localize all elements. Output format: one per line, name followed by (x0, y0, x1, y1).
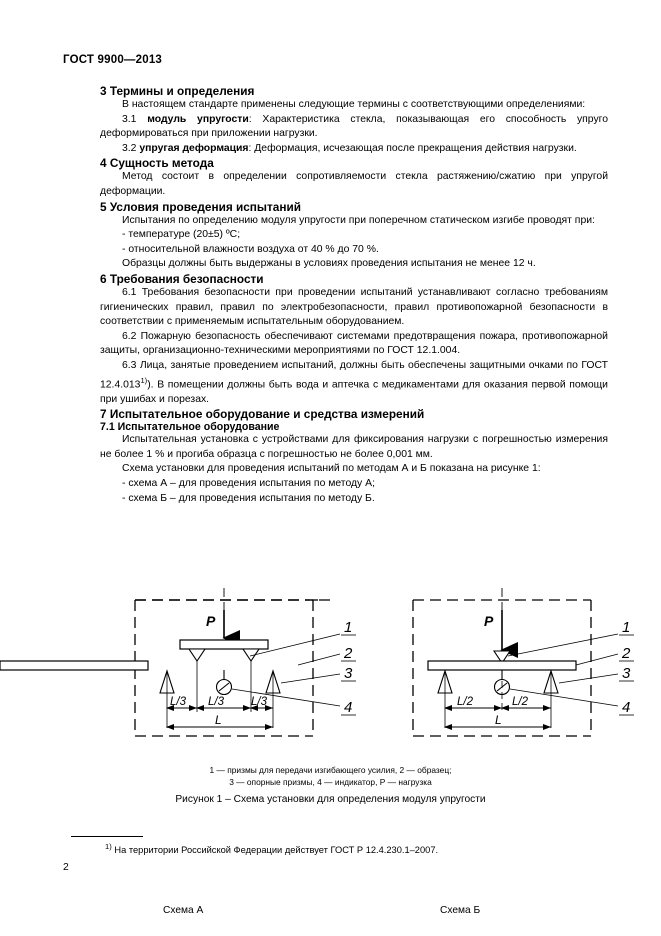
term-3-1-number: 3.1 (122, 113, 137, 125)
term-3-1-definition: : Характеристика стекла, показывающая ег… (100, 113, 609, 140)
footnote-1: 1) На территории Российской Федерации де… (105, 842, 438, 855)
section-6-3-text-a: 6.3 Лица, занятые проведением испытаний,… (100, 359, 608, 390)
section-6-1: 6.1 Требования безопасности при проведен… (100, 286, 608, 328)
section-6-3: 6.3 Лица, занятые проведением испытаний,… (100, 359, 608, 407)
section-7-1-scheme-b-note: - схема Б – для проведения испытания по … (122, 492, 375, 504)
scheme-b-dim-2: L/2 (512, 696, 529, 708)
section-5-condition-temperature: - температуре (20±5) ºС; (122, 229, 241, 241)
figure-legend-line-1: 1 — призмы для передачи изгибающего усил… (209, 765, 452, 775)
section-5-paragraph-1: Испытания по определению модуля упругост… (122, 214, 595, 226)
figure-legend-line-2: 3 — опорные призмы, 4 — индикатор, Р — н… (229, 777, 432, 787)
scheme-b-caption: Схема Б (440, 905, 481, 916)
running-header: ГОСТ 9900—2013 (63, 54, 163, 66)
scheme-a-load-label: P (206, 613, 216, 629)
scheme-b-dim-total: L (495, 713, 502, 727)
scheme-a-dim-3: L/3 (251, 696, 268, 708)
term-3-2-definition: : Деформация, исчезающая после прекращен… (248, 142, 577, 154)
figure-1: P P L/3 L/3 L/3 L L/2 L/2 L 1 2 3 4 (0, 588, 661, 916)
heading-section-3: 3 Термины и определения (100, 84, 255, 98)
section-5-condition-humidity: - относительной влажности воздуха от 40 … (122, 243, 379, 255)
heading-section-7: 7 Испытательное оборудование и средства … (100, 407, 425, 422)
term-3-2-number: 3.2 (122, 142, 137, 154)
heading-section-6: 6 Требования безопасности (100, 271, 264, 286)
term-3-1: 3.1 модуль упругости: Характеристика сте… (100, 113, 608, 142)
document-body: 3 Термины и определения В настоящем стан… (100, 84, 608, 506)
page-number: 2 (63, 862, 69, 873)
section-6-3-text-b: ). В помещении должны быть вода и аптечк… (100, 378, 608, 405)
term-3-2-name: упругая деформация (139, 142, 249, 154)
scheme-a-callout-4: 4 (344, 699, 352, 716)
scheme-a-caption: Схема А (163, 905, 204, 916)
footnote-1-marker: 1) (105, 842, 112, 851)
footnote-reference-marker[interactable]: 1) (140, 375, 148, 385)
section-5-paragraph-conditioning: Образцы должны быть выдержаны в условиях… (122, 258, 536, 270)
scheme-b-dim-1: L/2 (457, 696, 474, 708)
section-7-1-paragraph-2: Схема установки для проведения испытаний… (122, 463, 541, 475)
section-7-1-scheme-a-note: - схема А – для проведения испытания по … (122, 477, 375, 489)
scheme-a-dim-total: L (215, 713, 222, 727)
scheme-b-callout-3: 3 (622, 665, 631, 682)
section-6-2: 6.2 Пожарную безопасность обеспечивают с… (100, 330, 608, 357)
heading-section-4: 4 Сущность метода (100, 156, 214, 171)
scheme-a-callout-2: 2 (343, 645, 353, 662)
footnote-1-text: На территории Российской Федерации дейст… (114, 845, 439, 856)
scheme-b-load-label: P (484, 613, 494, 629)
scheme-b-callout-4: 4 (622, 699, 630, 716)
scheme-b-callout-1: 1 (622, 619, 630, 636)
scheme-a-callout-3: 3 (344, 665, 353, 682)
figure-legend: 1 — призмы для передачи изгибающего усил… (0, 764, 661, 788)
heading-section-5: 5 Условия проведения испытаний (100, 199, 301, 214)
term-3-2: 3.2 упругая деформация: Деформация, исче… (100, 142, 608, 157)
scheme-a-dim-2: L/3 (208, 696, 225, 708)
scheme-captions: Схема А Схема Б (0, 753, 661, 916)
figure-1-drawing: P P L/3 L/3 L/3 L L/2 L/2 L 1 2 3 4 (0, 588, 634, 737)
figure-caption: Рисунок 1 – Схема установки для определе… (175, 794, 486, 805)
footnote-separator-rule (71, 836, 143, 837)
section-7-1-paragraph-1: Испытательная установка с устройствами д… (100, 434, 608, 460)
scheme-b-callout-2: 2 (621, 645, 631, 662)
term-3-1-name: модуль упругости (147, 113, 249, 125)
scheme-a-callout-1: 1 (344, 619, 352, 636)
section-4-paragraph-1: Метод состоит в определении сопротивляем… (100, 171, 608, 197)
scheme-a-dim-1: L/3 (170, 696, 187, 708)
heading-section-7-1: 7.1 Испытательное оборудование (100, 421, 280, 434)
section-3-intro: В настоящем стандарте применены следующи… (122, 99, 586, 110)
